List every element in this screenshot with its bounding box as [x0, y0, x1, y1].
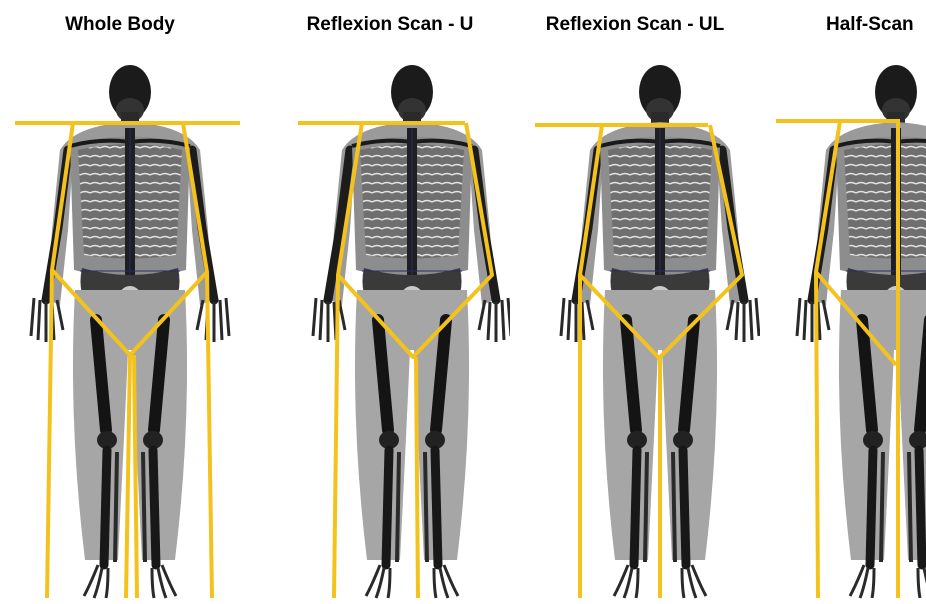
scan-image [0, 0, 240, 604]
skeleton-figure [313, 65, 510, 598]
scan-image [510, 0, 760, 604]
panel-whole-body: Whole Body [0, 0, 240, 604]
panel-reflexion-scan-u: Reflexion Scan - U [270, 0, 510, 604]
scan-image [768, 0, 926, 604]
panel-reflexion-scan-ul: Reflexion Scan - UL [510, 0, 760, 604]
scan-image [270, 0, 510, 604]
panel-half-scan: Half-Scan [768, 0, 926, 604]
skeleton-figure [31, 65, 229, 598]
